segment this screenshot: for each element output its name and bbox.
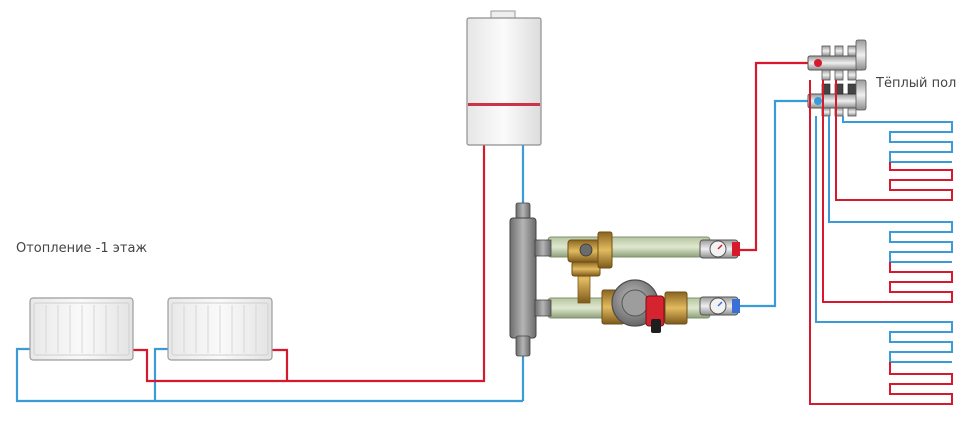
separator-body — [509, 217, 537, 339]
floor-supply-pipe — [738, 61, 810, 252]
separator-top-fitting — [515, 202, 531, 220]
underfloor-heating-label: Тёплый пол — [876, 76, 957, 91]
return-ball-valve — [699, 296, 740, 316]
hydro-separator — [509, 202, 552, 357]
supply-pipes — [133, 61, 810, 383]
boiler-supply-pipe — [133, 145, 486, 383]
radiator-2 — [167, 297, 273, 361]
boiler — [466, 10, 542, 146]
floor-return-pipe — [738, 99, 810, 308]
circulation-pump — [601, 279, 688, 333]
radiator-1 — [29, 297, 134, 361]
heating-floor-label: Отопление -1 этаж — [16, 241, 148, 256]
floor-loop-2 — [822, 80, 953, 303]
floor-loops — [809, 80, 953, 405]
floor-loop-1 — [835, 80, 953, 201]
supply-ball-valve — [699, 239, 740, 259]
floor-manifold — [807, 39, 867, 117]
boiler-body — [466, 17, 542, 146]
three-way-valve — [567, 231, 613, 277]
floor-loop-3 — [809, 80, 953, 405]
pump-group — [547, 231, 740, 333]
separator-lower-outlet — [534, 299, 552, 317]
separator-upper-outlet — [534, 239, 552, 257]
radiator2-supply-pipe — [272, 348, 289, 381]
separator-bottom-fitting — [515, 335, 531, 357]
return-main-pipe — [15, 347, 523, 403]
radiator2-return-pipe — [153, 347, 168, 401]
boiler-stripe — [468, 103, 540, 106]
